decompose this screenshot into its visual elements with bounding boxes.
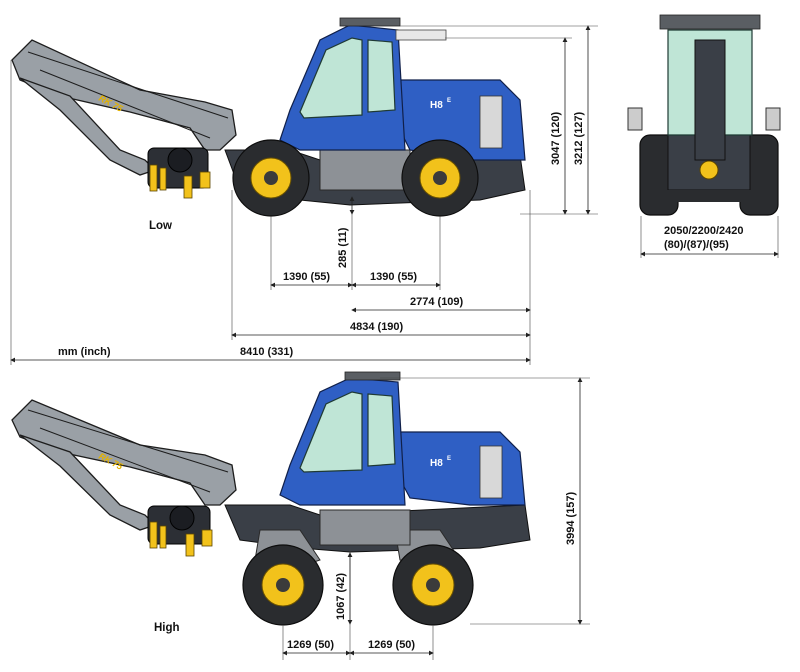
- engine-hood-high: H8 E: [394, 431, 526, 506]
- boom-arm-low: RK 75: [11, 39, 237, 176]
- wheel-rear-high: [392, 544, 474, 626]
- high-side-view: RK 75 H8 E: [11, 371, 531, 626]
- engine-hood-low: H8 E: [394, 79, 526, 161]
- svg-text:H8: H8: [430, 458, 443, 469]
- dim-length-body: 4834 (190): [350, 321, 404, 333]
- harvester-head-high: [147, 505, 213, 557]
- svg-text:E: E: [447, 98, 451, 104]
- dim-rear-axle-high: 1269 (50): [368, 639, 415, 651]
- dim-height-total-low: 3212 (127): [573, 111, 585, 165]
- dim-clearance-high: 1067 (42): [335, 573, 347, 620]
- wheel-front-low: [232, 139, 310, 217]
- view-label-high: High: [154, 622, 180, 634]
- model-badge-high: H8 E: [430, 456, 451, 469]
- front-view: [627, 14, 781, 216]
- dim-wheelbase-rear: 2774 (109): [410, 296, 464, 308]
- view-label-low: Low: [149, 220, 172, 232]
- dim-clearance-low: 285 (11): [337, 227, 349, 268]
- dim-height-cab: 3047 (120): [550, 111, 562, 165]
- dim-width-mm: 2050/2200/2420: [664, 225, 744, 237]
- dim-front-axle-low: 1390 (55): [283, 271, 330, 283]
- dim-height-total-high: 3994 (157): [565, 491, 577, 545]
- unit-label: mm (inch): [58, 346, 111, 358]
- dim-width-inch: (80)/(87)/(95): [664, 239, 729, 251]
- svg-text:E: E: [447, 456, 451, 462]
- low-dimensions: 3047 (120) 3212 (127) 285 (11) 1390 (55)…: [10, 25, 598, 365]
- cab-low: [279, 17, 447, 151]
- low-side-view: RK 75 H8 E: [11, 17, 526, 217]
- harvester-head-low: [147, 147, 211, 199]
- dim-front-axle-high: 1269 (50): [287, 639, 334, 651]
- front-dimensions: 2050/2200/2420 (80)/(87)/(95): [640, 216, 779, 258]
- cab-high: [279, 371, 406, 506]
- boom-arm-high: RK 75: [11, 399, 237, 531]
- high-dimensions: 3994 (157) 1067 (42) 1269 (50) 1269 (50)…: [154, 377, 590, 660]
- wheel-front-high: [242, 544, 324, 626]
- wheel-rear-low: [401, 139, 479, 217]
- dim-length-total: 8410 (331): [240, 346, 294, 358]
- svg-text:H8: H8: [430, 100, 443, 111]
- dim-rear-axle-low: 1390 (55): [370, 271, 417, 283]
- model-badge-low: H8 E: [430, 98, 451, 111]
